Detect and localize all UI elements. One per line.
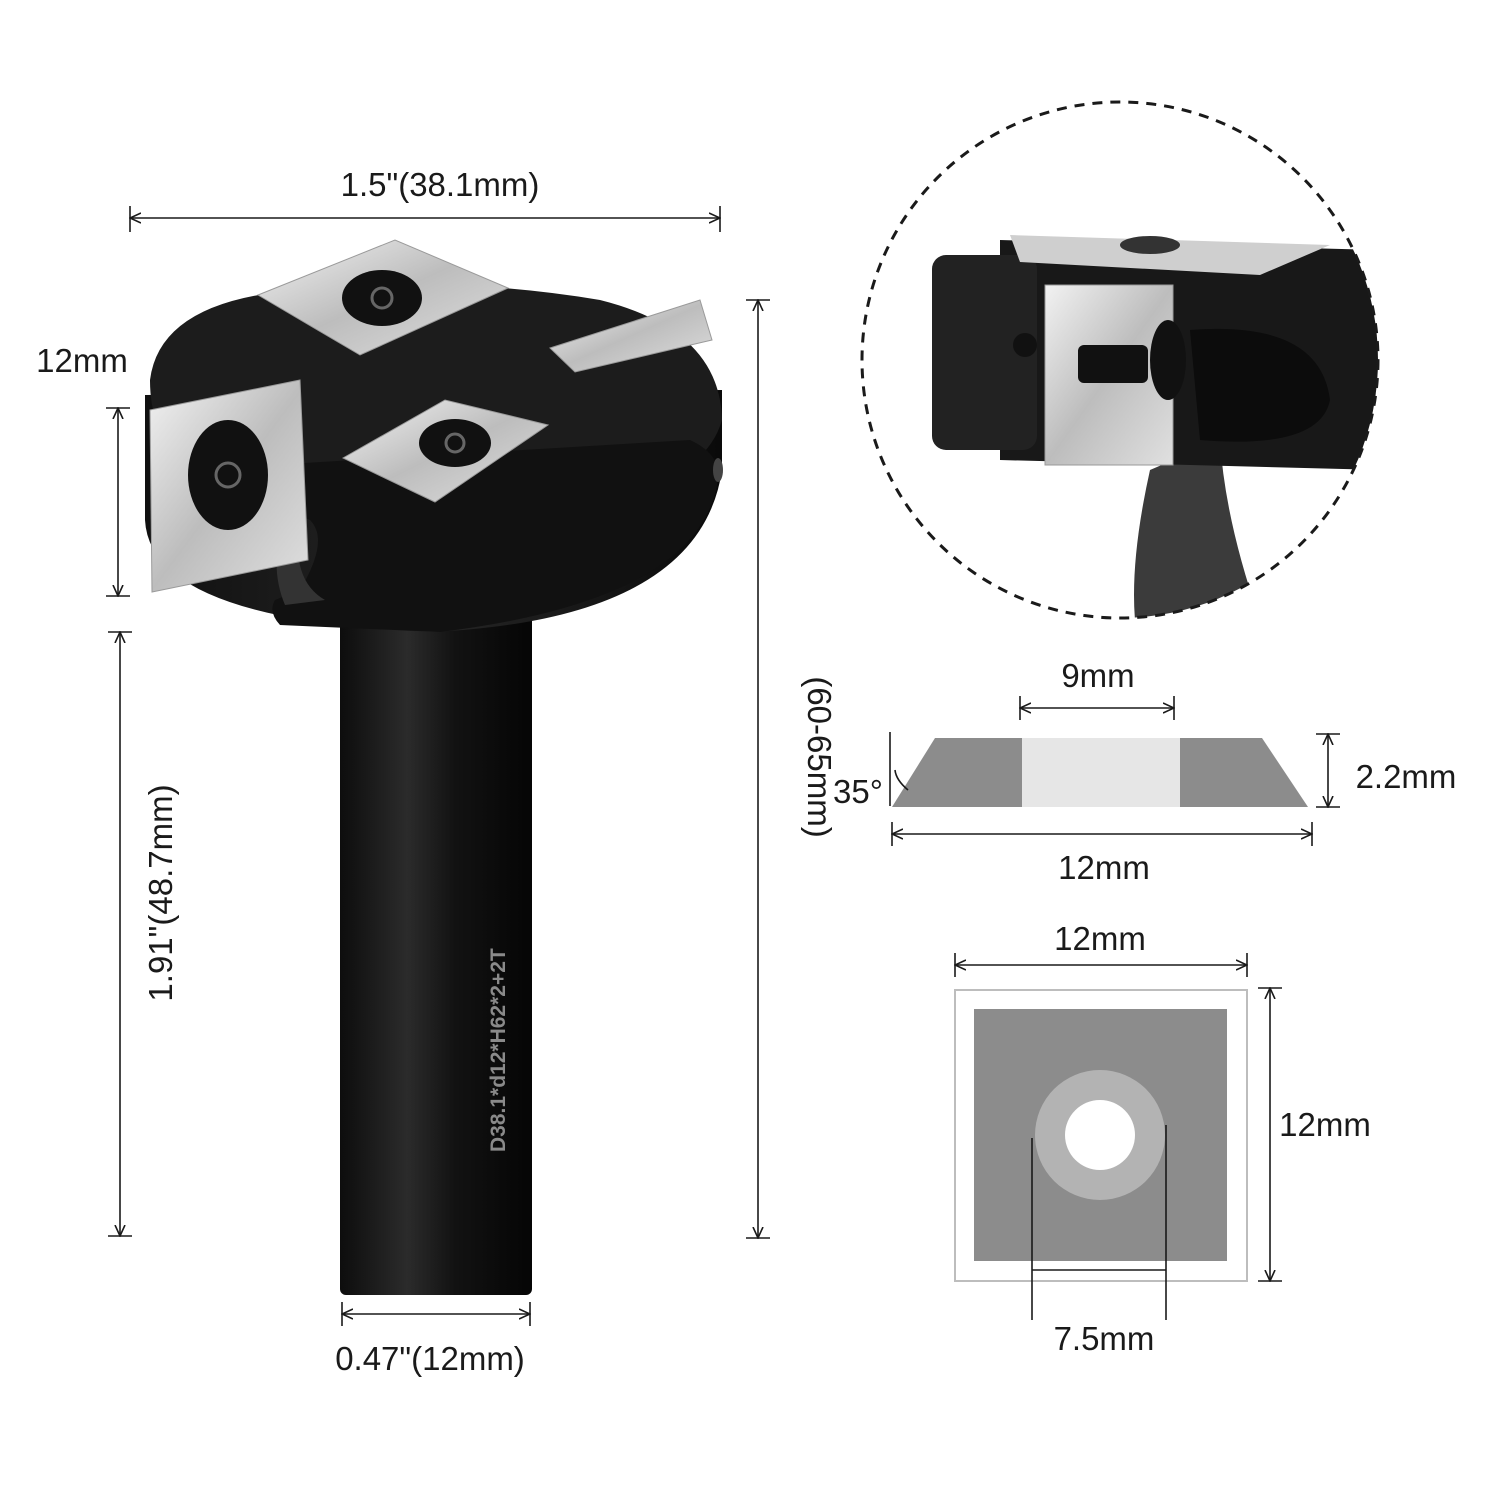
shank-length-label: 1.91"(48.7mm) [142,784,179,1001]
torx-screw-icon [419,419,491,467]
main-bit-dimensions: 1.5"(38.1mm) 12mm 1.91"(48.7mm) (60-65mm… [36,166,838,1377]
insert-top-width-label: 9mm [1061,657,1134,694]
shank [340,615,532,1295]
insert-side-view: 9mm 2.2mm 35° 12mm [833,657,1456,886]
insert-hole [1065,1100,1135,1170]
insert-angle-label: 35° [833,773,883,810]
insert-hole-label: 7.5mm [1054,1320,1155,1357]
cutting-diameter-label: 1.5"(38.1mm) [341,166,540,203]
shank-engraving: D38.1*d12*H62*2+2T [487,948,510,1152]
insert-top-view: 12mm 12mm 7.5mm [954,920,1371,1357]
side-screw-hole [713,458,723,482]
torx-screw-icon [342,270,422,326]
insert-height-label: 12mm [1279,1106,1371,1143]
overall-length-label: (60-65mm) [801,676,838,837]
insert-bottom-width-label: 12mm [1058,849,1150,886]
magnifier-circle-icon [860,100,1380,620]
carbide-insert-right [549,299,713,373]
insert-thickness-label: 2.2mm [1356,758,1457,795]
cutter-height-label: 12mm [36,342,128,379]
insert-width-label: 12mm [1054,920,1146,957]
torx-screw-icon [188,420,268,530]
cutter-flange [270,440,719,632]
router-bit: D38.1*d12*H62*2+2T [145,239,723,1295]
shank-diameter-label: 0.47"(12mm) [335,1340,525,1377]
